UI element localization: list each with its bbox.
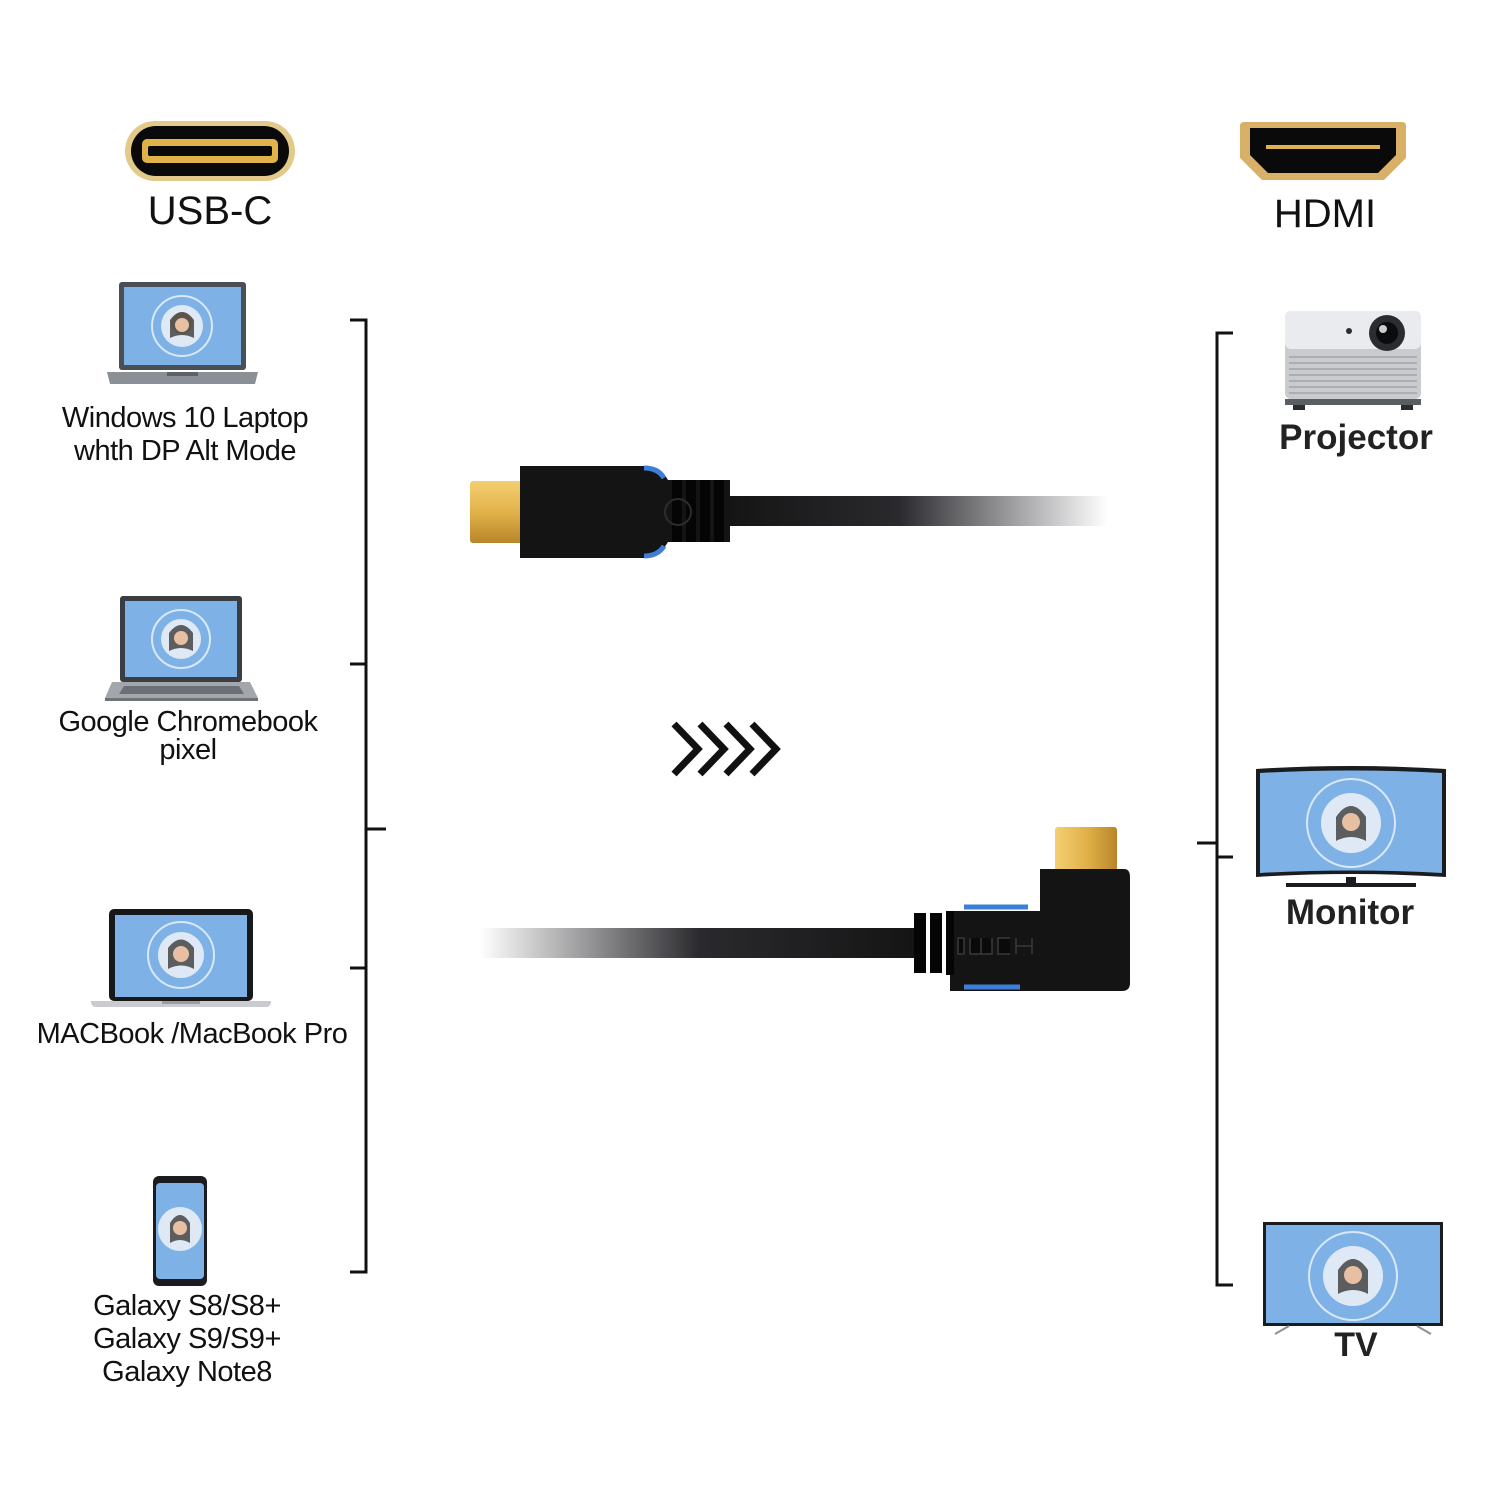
- windows-laptop-icon: [105, 280, 260, 386]
- usb-c-port-icon: [124, 120, 296, 182]
- phone-label: Galaxy S8/S8+ Galaxy S9/S9+ Galaxy Note8: [37, 1290, 337, 1389]
- projector-icon: [1283, 309, 1423, 411]
- projector-label: Projector: [1279, 418, 1433, 457]
- right-bracket: [1195, 331, 1235, 1287]
- device-label-line: Galaxy Note8: [102, 1356, 272, 1388]
- device-label-line: Google Chromebook: [58, 706, 318, 738]
- device-label-line: Windows 10 Laptop: [61, 402, 309, 434]
- tv-label: TV: [1334, 1326, 1378, 1364]
- hdmi-label: HDMI: [1273, 192, 1377, 236]
- left-bracket: [348, 318, 388, 1274]
- usb-c-connector-icon: [468, 462, 1108, 562]
- chevrons-right-icon: [670, 718, 784, 780]
- usb-c-label: USB-C: [147, 189, 273, 233]
- windows-laptop-label: Windows 10 Laptop whth DP Alt Mode: [35, 402, 335, 468]
- monitor-label: Monitor: [1285, 893, 1415, 932]
- tv-icon: [1261, 1220, 1445, 1338]
- macbook-label: MACBook /MacBook Pro: [22, 1018, 362, 1051]
- chromebook-icon: [104, 594, 259, 702]
- device-label-line: Galaxy S8/S8+: [93, 1290, 281, 1322]
- macbook-icon: [90, 907, 272, 1009]
- device-label-line: whth DP Alt Mode: [74, 435, 296, 467]
- hdmi-connector-icon: [480, 825, 1135, 995]
- phone-icon: [152, 1175, 208, 1287]
- monitor-icon: [1254, 765, 1448, 889]
- hdmi-port-icon: [1238, 118, 1408, 184]
- chromebook-label: Google Chromebook pixel: [38, 706, 338, 766]
- device-label-line: MACBook /MacBook Pro: [36, 1018, 348, 1050]
- device-label-line: Galaxy S9/S9+: [93, 1323, 281, 1355]
- device-label-line: pixel: [159, 734, 217, 766]
